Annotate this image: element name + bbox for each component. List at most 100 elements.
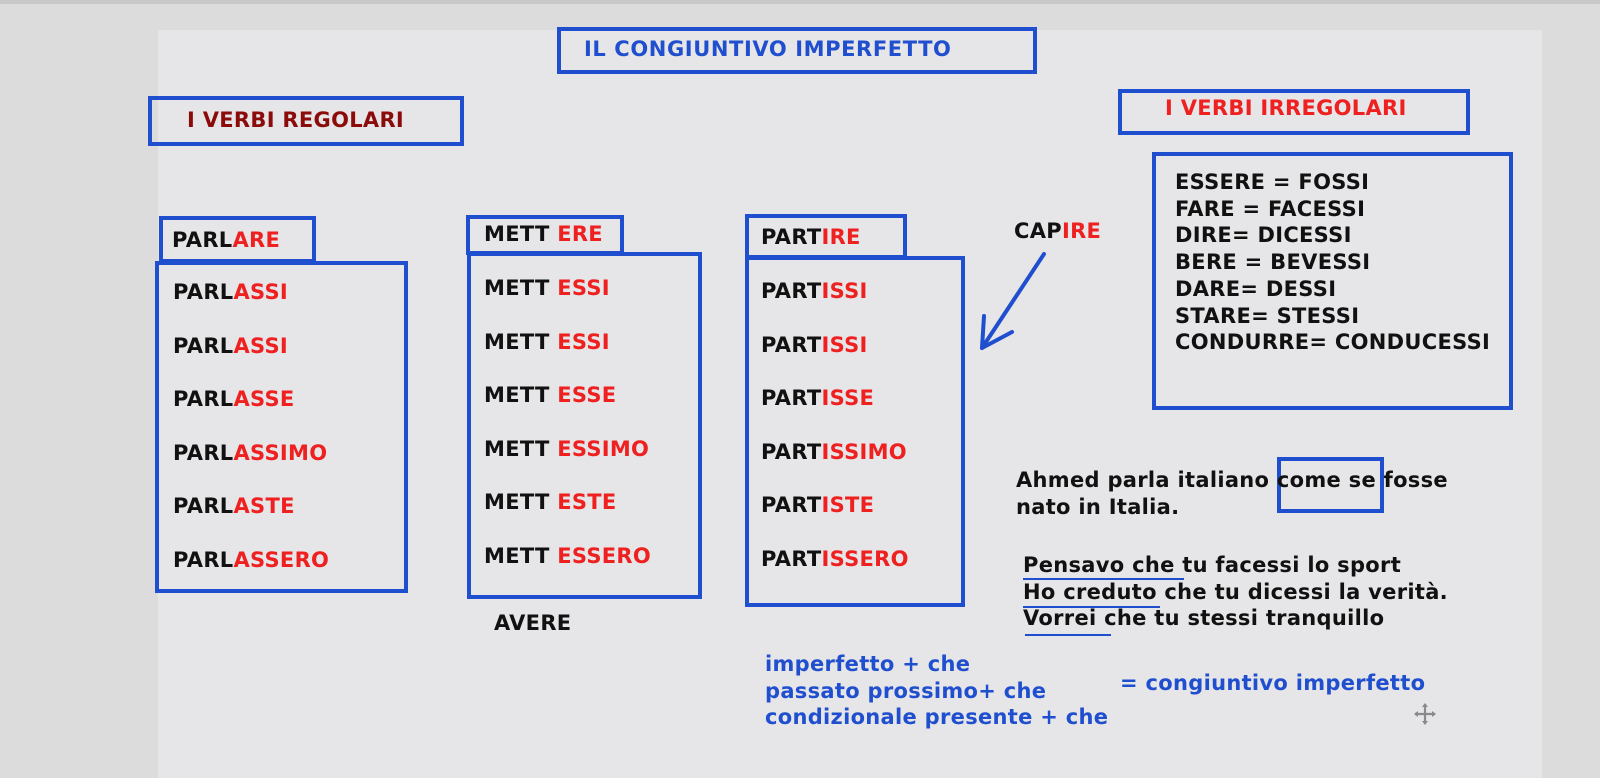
avere-note: AVERE (494, 611, 572, 635)
conj-ending: ESSI (557, 276, 610, 300)
conjugation-row: METT ESSI (484, 316, 651, 370)
regular-heading-box (148, 96, 464, 146)
formula-line: condizionale presente + che (765, 705, 1109, 729)
conj-ending: ESSIMO (557, 436, 650, 461)
verb-infinitive-mettere: METT ERE (484, 222, 603, 246)
irregular-item: CONDURRE= CONDUCESSI (1175, 330, 1491, 355)
verb-ending: IRE (821, 225, 861, 249)
conj-ending: ISSI (821, 279, 868, 303)
conj-stem: PARL (173, 440, 234, 465)
conjugation-row: PARTISSERO (761, 533, 909, 587)
conj-ending: ASSE (233, 387, 295, 411)
irregular-item: BERE = BEVESSI (1175, 250, 1371, 275)
formula-lines: imperfetto + che passato prossimo+ che c… (765, 651, 1108, 731)
capire-ending: IRE (1061, 219, 1102, 243)
conjugation-row: METT ESSI (484, 262, 651, 316)
conj-ending: ISTE (821, 493, 875, 517)
conjugation-row: PARLASSI (173, 320, 329, 374)
come-se-highlight-box (1277, 457, 1384, 513)
conj-stem: METT (484, 490, 558, 514)
formula-line: passato prossimo+ che (765, 678, 1047, 703)
conjugation-row: PARLASSERO (173, 534, 329, 588)
example-sentence: Pensavo che tu facessi lo sport (1023, 553, 1402, 577)
conj-stem: PART (761, 493, 822, 517)
conjugation-row: METT ESSE (484, 369, 651, 423)
conj-ending: ESSERO (557, 543, 652, 568)
irregular-item: ESSERE = FOSSI (1175, 170, 1370, 194)
verb-ending: ERE (557, 222, 603, 246)
capire-label: CAPIRE (1014, 219, 1101, 243)
irregular-list: ESSERE = FOSSI FARE = FACESSI DIRE= DICE… (1175, 169, 1490, 356)
conj-stem: PART (761, 546, 822, 571)
verb-ending: ARE (232, 228, 281, 252)
conjugation-row: PARLASSIMO (173, 427, 329, 481)
conj-ending: ESSE (557, 383, 617, 407)
formula-result: = congiuntivo imperfetto (1120, 671, 1426, 695)
conj-ending: ESTE (557, 490, 617, 514)
conjugation-row: METT ESTE (484, 476, 651, 530)
verb-infinitive-parlare: PARLARE (172, 228, 280, 252)
irregular-item: DARE= DESSI (1175, 276, 1337, 301)
conjugation-list-mettere: METT ESSI METT ESSI METT ESSE METT ESSIM… (484, 262, 651, 583)
example-sentence: Vorrei che tu stessi tranquillo (1023, 606, 1385, 630)
irregular-item: DIRE= DICESSI (1175, 223, 1352, 248)
verb-infinitive-partire: PARTIRE (761, 225, 861, 249)
conjugation-row: METT ESSERO (484, 530, 651, 584)
conj-stem: METT (484, 436, 558, 461)
conj-stem: PART (761, 439, 822, 464)
conj-ending: ISSI (821, 332, 868, 357)
conj-ending: ASSERO (233, 547, 330, 572)
conj-stem: PART (761, 279, 822, 303)
conj-stem: METT (484, 329, 558, 354)
conjugation-row: PARLASSE (173, 373, 329, 427)
conj-ending: ISSE (821, 386, 875, 410)
come-se-phrase: come se (1276, 468, 1377, 492)
conj-ending: ASSI (233, 280, 289, 304)
conj-stem: PARL (173, 547, 234, 572)
conjugation-list-partire: PARTISSI PARTISSI PARTISSE PARTISSIMO PA… (761, 265, 909, 586)
irregular-list-box (1152, 152, 1513, 410)
verb-stem: METT (484, 222, 558, 246)
conj-ending: ISSERO (821, 546, 909, 571)
conjugation-box-parlare (155, 261, 408, 593)
underline-pensavo-che (1023, 578, 1184, 580)
conj-stem: PARL (173, 387, 234, 411)
irregular-heading-box (1118, 89, 1470, 135)
conjugation-row: PARTISSIMO (761, 426, 909, 480)
conj-ending: ISSIMO (821, 439, 907, 464)
conjugation-box-mettere (467, 252, 702, 599)
verb-stem: PART (761, 225, 822, 249)
window-top-edge (0, 0, 1600, 4)
conj-stem: PARL (173, 280, 234, 304)
move-cursor-icon (1414, 703, 1436, 725)
irregular-heading: I VERBI IRREGOLARI (1165, 96, 1407, 120)
example-sentence: Ho creduto che tu dicessi la verità. (1023, 579, 1448, 604)
regular-heading: I VERBI REGOLARI (187, 108, 405, 132)
conj-ending: ASTE (233, 494, 295, 518)
example-come-se: Ahmed parla italiano come se fosse nato … (1016, 468, 1448, 519)
conj-stem: METT (484, 543, 558, 568)
conjugation-row: PARTISSI (761, 265, 909, 319)
conj-stem: METT (484, 276, 558, 300)
conjugation-row: PARLASTE (173, 480, 329, 534)
irregular-item: STARE= STESSI (1175, 303, 1360, 328)
underline-ho-creduto (1023, 606, 1160, 608)
conj-stem: PARL (173, 333, 234, 358)
conjugation-row: METT ESSIMO (484, 423, 651, 477)
conj-ending: ESSI (557, 329, 610, 354)
conj-ending: ASSIMO (233, 440, 328, 465)
conj-stem: PARL (173, 494, 234, 518)
conjugation-row: PARTISTE (761, 479, 909, 533)
conj-stem: METT (484, 383, 558, 407)
conj-stem: PART (761, 332, 822, 357)
conjugation-row: PARTISSI (761, 319, 909, 373)
arrow-down-left-icon (980, 252, 1046, 350)
irregular-item: FARE = FACESSI (1175, 196, 1366, 221)
capire-stem: CAP (1014, 219, 1062, 243)
conj-stem: PART (761, 386, 822, 410)
underline-vorrei (1025, 634, 1111, 636)
formula-line: imperfetto + che (765, 652, 971, 676)
conjugation-box-partire (745, 256, 965, 607)
page-title: IL CONGIUNTIVO IMPERFETTO (584, 37, 952, 61)
verb-stem: PARL (172, 228, 233, 252)
